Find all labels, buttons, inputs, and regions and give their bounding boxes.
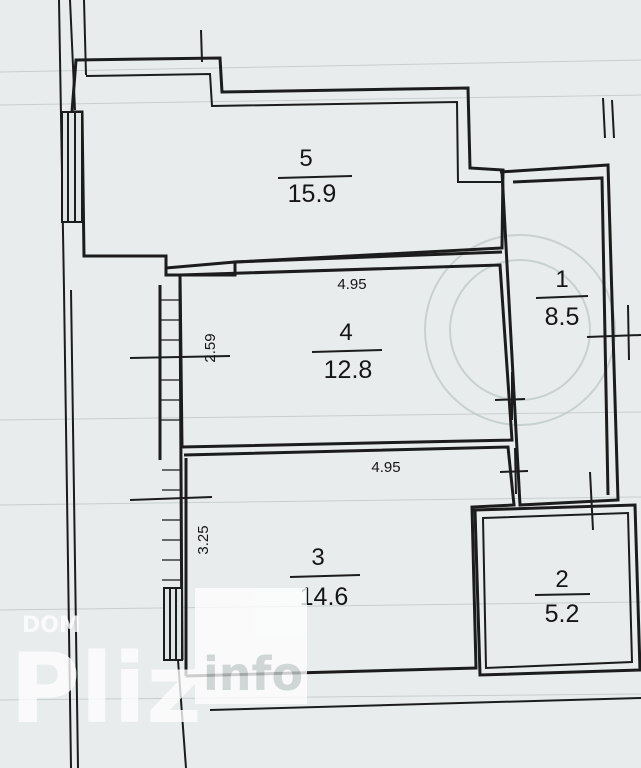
room-4-number: 4 — [339, 319, 352, 346]
outer-lines — [58, 0, 615, 768]
room-3-depth-dimension: 3.25 — [195, 525, 212, 554]
room-1-outline — [499, 163, 620, 507]
room-4-area: 12.8 — [324, 356, 373, 384]
room-2-area: 5.2 — [545, 600, 580, 628]
room-1-number: 1 — [555, 266, 568, 293]
room-3-width-dimension: 4.95 — [371, 459, 400, 476]
wall-hatching — [160, 299, 182, 581]
window-bottom-left — [163, 587, 183, 661]
room-3-area: 14.6 — [300, 583, 349, 611]
watermark-box — [195, 588, 307, 704]
room-1-area: 8.5 — [545, 303, 580, 331]
room-5-area: 15.9 — [288, 180, 337, 208]
window-left — [61, 111, 83, 223]
room-4-depth-dimension: 2.59 — [202, 333, 219, 362]
faint-stamp — [424, 234, 616, 426]
room-2-number: 2 — [555, 566, 568, 593]
watermark-logo: DOM Pliz info — [10, 588, 307, 745]
room-5-number: 5 — [299, 145, 312, 172]
room-3-outline — [183, 445, 516, 678]
paper-background — [0, 59, 641, 701]
room-4-width-dimension: 4.95 — [337, 276, 366, 293]
label-underlines — [277, 175, 591, 596]
room-5-outline — [70, 56, 505, 270]
room-3-number: 3 — [311, 544, 324, 571]
watermark-brand-suffix: info — [203, 647, 303, 701]
tick-marks — [129, 304, 641, 711]
watermark-brand-small: DOM — [22, 613, 81, 638]
watermark-brand-main: Pliz — [10, 633, 202, 745]
room-5-inner — [85, 72, 501, 183]
room-2-outline — [473, 503, 641, 677]
